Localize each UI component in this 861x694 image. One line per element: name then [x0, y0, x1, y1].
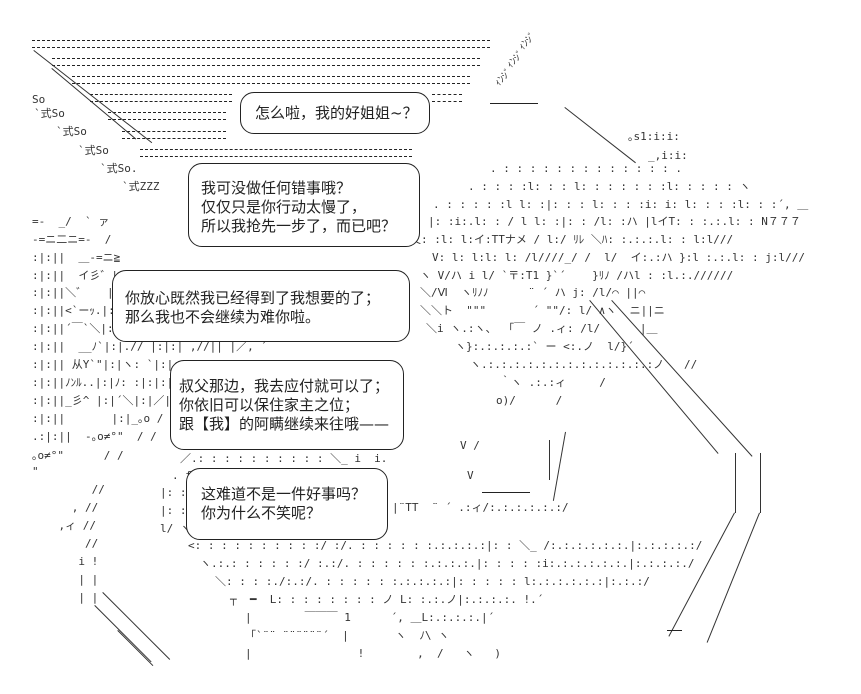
- art-line: ＼i ヽ.:ヽ、 「￣ ノ .ィ: /l/ |＿: [426, 322, 658, 335]
- speech-bubble: 我可没做任何错事哦？ 仅仅只是你行动太慢了， 所以我抢先一步了，而已吧？: [188, 163, 420, 247]
- art-line: |¨TT ¨ ´ .:ィ/:.:.:.:.:.:/: [392, 501, 569, 514]
- sfx-so: `式So: [34, 107, 65, 120]
- art-line: V: [467, 469, 474, 482]
- bubble-line: 你依旧可以保住家主之位；: [179, 396, 360, 414]
- ribbon-line: [32, 40, 490, 41]
- speech-bubble: 这难道不是一件好事吗？ 你为什么不笑呢？: [186, 468, 388, 540]
- bubble-line: 怎么啦，我的好姐姐~？: [255, 104, 418, 122]
- art-line: .:|:|| -｡o≠°" / / ヽ: [32, 430, 181, 443]
- art-line: V: l: l:l: l: /l////_/ / l/ イ:.:ハ }:l :.…: [432, 251, 805, 264]
- sfx-so: `式So: [78, 144, 109, 157]
- art-line: ヽ.:.: : : : : :/ :.:/. : : : : : :.:.:.:…: [200, 557, 695, 570]
- art-line: | |: [32, 591, 99, 604]
- bubble-line: 仅仅只是你行动太慢了，: [201, 198, 367, 216]
- art-line: <: : : : : : : : : :/ :/. : : : : : :.:.…: [188, 539, 703, 552]
- art-line: . : : : :l: : : l: : : : : : :l: : : : :…: [468, 180, 751, 193]
- ribbon-line: [122, 131, 226, 132]
- art-line: 乂: :l: l:イ:TTナメ / l:/ ﾘﾚ ＼ﾊ: :.:.:.l: : …: [410, 233, 734, 246]
- art-line: V /: [460, 439, 480, 452]
- art-line: ｡o≠°" / /: [32, 449, 124, 462]
- art-line: :|:||_彡^ |:|´＼|:|／|: [32, 394, 171, 407]
- sfx-zzz: `式ZZZ: [122, 180, 160, 193]
- art-line: l/ ヽ: [160, 522, 191, 535]
- ribbon-line: [140, 149, 412, 150]
- bubble-line: 跟【我】的阿瞒继续来往哦——: [179, 415, 390, 433]
- art-line: //: [32, 537, 99, 550]
- art-line: , //: [32, 501, 99, 514]
- art-line: 「`¨¨ ¨¨¨¨¨¨´ | ヽ ﾉ\ ヽ: [245, 629, 450, 642]
- hair-strand: [117, 630, 154, 667]
- art-line: -=ニ二ニ=- /: [32, 233, 112, 246]
- art-line: ｀ヽ .:.:ィ /: [500, 376, 606, 389]
- art-line: ＼＼ト """ ´ ""/: l/ ∧ヽ ニ||ニ: [420, 304, 665, 317]
- art-line: :|:|| __ﾉ`|:|.// |:|:| ,//|| |／, ´: [32, 340, 268, 353]
- head-outline: [490, 103, 538, 104]
- art-line: :|:|| ＿-=ニ≧: [32, 251, 121, 264]
- sfx-so: `式So: [56, 125, 87, 138]
- hair-strand: [611, 300, 753, 457]
- hair-strand: [668, 512, 735, 637]
- ribbon-line: [52, 58, 480, 59]
- sfx-so: So: [32, 93, 46, 106]
- art-line: ヽ}:.:.:.:.:` ー <:.ノ l/}´: [455, 340, 634, 353]
- hair-strand: [735, 453, 736, 513]
- art-line: . : : : : :l l: :|: : : l: : : :i: i: l:…: [433, 198, 809, 211]
- art-line: | ￣￣￣ 1 ´, ＿L:.:.:.:.|´: [245, 611, 495, 624]
- art-line: =- _/ ` ァ: [32, 215, 110, 228]
- ribbon-edge: [33, 50, 153, 144]
- bubble-line: 叔父那边，我去应付就可以了；: [179, 377, 390, 395]
- ribbon-line: [32, 47, 490, 48]
- hair-strand: [760, 453, 761, 513]
- ribbon-line: [72, 76, 470, 77]
- art-line: :|:||ﾉﾝﾙ..|:|ﾉ: :|:|:|ﾉ|: [32, 376, 186, 389]
- bubble-line: 这难道不是一件好事吗？: [201, 485, 367, 503]
- ribbon-line: [52, 65, 480, 66]
- arm-outline: [552, 431, 566, 501]
- art-line: ヽ V/ハ i l/ `〒:T1 }`´ }ﾘﾉ /ハl : :l.:.////…: [420, 269, 734, 282]
- art-line: o)/ /: [496, 394, 563, 407]
- art-line: :|:||<`ーｯ.|:||: [32, 304, 128, 317]
- speech-bubble: 叔父那边，我去应付就可以了； 你依旧可以保住家主之位； 跟【我】的阿瞒继续来往哦…: [170, 360, 404, 450]
- ribbon-line: [108, 119, 226, 120]
- art-line: i !: [32, 555, 99, 568]
- art-line: ＼/Ⅵ ヽﾘﾉﾉ ¨ ´ ハ j: /l/⌒ ||⌒: [420, 286, 646, 299]
- bubble-line: 你为什么不笑呢？: [201, 504, 322, 522]
- sparkle-text: ｡s1:i:i:: [628, 130, 680, 143]
- bubble-line: 那么我也不会继续为难你啦。: [125, 308, 321, 326]
- art-line: . : : : : : : : : : : : : : .: [490, 162, 683, 175]
- ribbon-line: [90, 94, 232, 95]
- sfx-so: `式So.: [100, 162, 138, 175]
- ribbon-line: [140, 156, 412, 157]
- sparkle-text: _,i:i:: [648, 149, 688, 162]
- hair-strand: [706, 512, 760, 643]
- bubble-line: 我可没做任何错事哦？: [201, 179, 352, 197]
- art-line: //: [32, 483, 105, 496]
- art-line: :|:||´￣`＼|:|ヽ: [32, 322, 132, 335]
- hair-tip: [667, 630, 682, 631]
- ribbon-line: [90, 101, 232, 102]
- sleeve-outline: [482, 492, 530, 493]
- speech-bubble: 怎么啦，我的好姐姐~？: [240, 92, 430, 134]
- art-line: | ! , / ヽ ): [245, 647, 502, 660]
- ribbon-line: [432, 94, 462, 95]
- art-line: ヽ.:.:.:.:.:.:.:.:.:.:.:.:.:ノ //: [470, 358, 698, 371]
- art-line: ": [32, 465, 39, 478]
- ribbon-line: [72, 83, 470, 84]
- ribbon-line: [108, 112, 226, 113]
- ribbon-line: [432, 101, 462, 102]
- art-line: | |: [32, 573, 99, 586]
- art-line: |: :i:.l: : / l l: :|: : /l: :ハ |lイT: : …: [428, 215, 801, 228]
- bubble-line: 所以我抢先一步了，而已吧？: [201, 217, 397, 235]
- ribbon-line: [122, 138, 226, 139]
- art-line: ＼: : : :./:.:/. : : : : : :.:.:.:.:|: : …: [215, 575, 650, 588]
- bubble-line: 你放心既然我已经得到了我想要的了；: [125, 289, 381, 307]
- art-line: ／.: : : : : : : : : : ＼_ i i.: [180, 452, 388, 465]
- arm-outline: [549, 440, 550, 480]
- art-line: ,ィ //: [32, 519, 96, 532]
- head-outline: [564, 107, 636, 164]
- speech-bubble: 你放心既然我已经得到了我想要的了； 那么我也不会继续为难你啦。: [112, 270, 410, 342]
- art-line: ┬ ━ L: : : : : : : : ノ L: :.:.ノ|:.:.:.:.…: [230, 593, 544, 606]
- art-line: :|:|| |:|_｡o / /|: [32, 412, 184, 425]
